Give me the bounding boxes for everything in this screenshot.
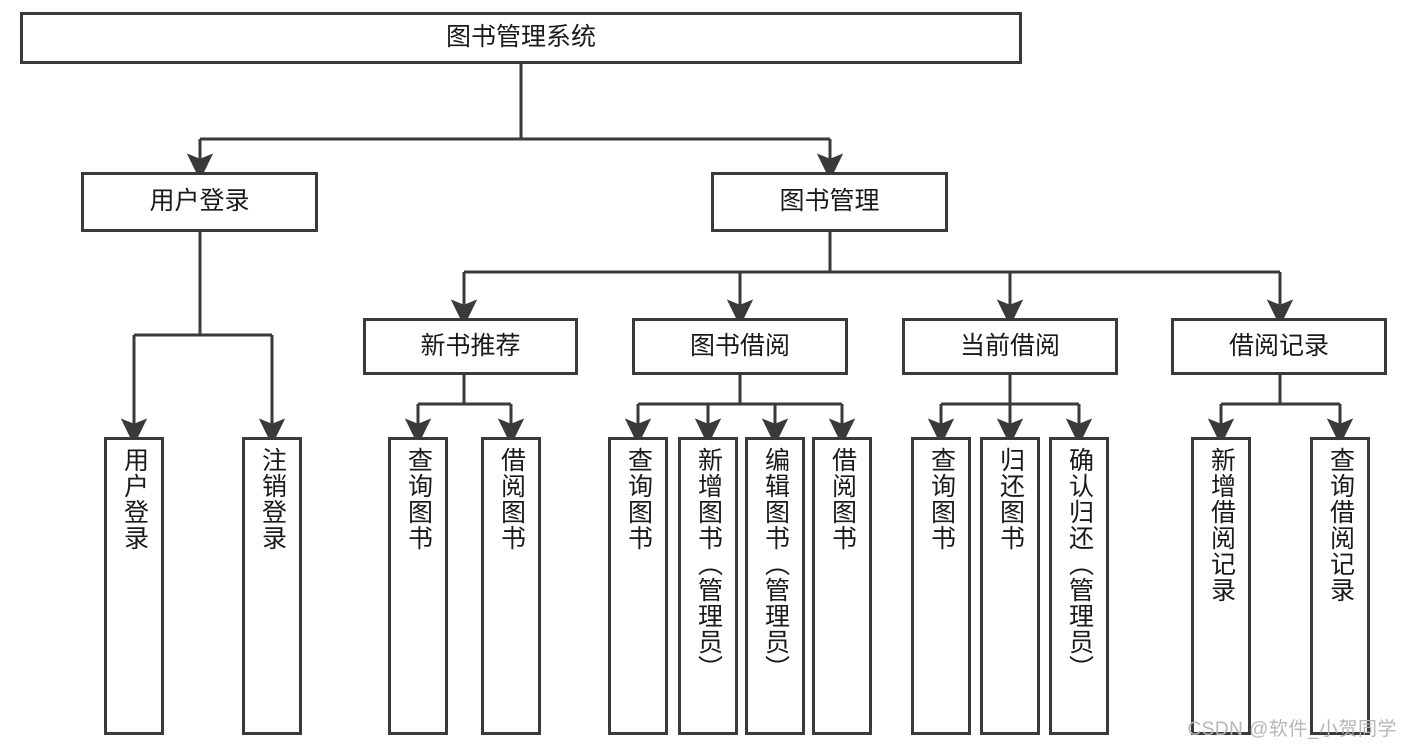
node-leaf-confirm-return[interactable]: 确认归还（管理员）	[1049, 437, 1109, 735]
node-leaf-return-book-label: 归还图书	[996, 447, 1025, 551]
node-leaf-query-book-1-label: 查询图书	[404, 447, 433, 551]
node-current-borrow[interactable]: 当前借阅	[902, 318, 1118, 375]
node-leaf-edit-book[interactable]: 编辑图书（管理员）	[745, 437, 805, 735]
node-leaf-add-record[interactable]: 新增借阅记录	[1191, 437, 1251, 735]
node-user-login-label: 用户登录	[149, 187, 250, 216]
node-leaf-borrow-book-2-label: 借阅图书	[828, 447, 857, 551]
node-leaf-user-login[interactable]: 用户登录	[104, 437, 164, 735]
node-leaf-edit-book-label: 编辑图书（管理员）	[761, 447, 790, 681]
node-leaf-borrow-book-2[interactable]: 借阅图书	[812, 437, 872, 735]
node-leaf-add-record-label: 新增借阅记录	[1207, 447, 1236, 603]
node-current-borrow-label: 当前借阅	[959, 331, 1060, 360]
node-user-login[interactable]: 用户登录	[81, 172, 318, 232]
node-leaf-query-book-3[interactable]: 查询图书	[911, 437, 971, 735]
node-new-book-recommend[interactable]: 新书推荐	[363, 318, 578, 375]
node-leaf-return-book[interactable]: 归还图书	[980, 437, 1040, 735]
node-leaf-query-book-1[interactable]: 查询图书	[388, 437, 448, 735]
node-borrow-record-label: 借阅记录	[1228, 331, 1329, 360]
node-borrow-record[interactable]: 借阅记录	[1171, 318, 1387, 375]
node-leaf-add-book-label: 新增图书（管理员）	[694, 447, 723, 681]
node-leaf-confirm-return-label: 确认归还（管理员）	[1065, 447, 1094, 681]
node-book-management-label: 图书管理	[779, 187, 880, 216]
node-leaf-query-record-label: 查询借阅记录	[1326, 447, 1355, 603]
node-leaf-user-login-label: 用户登录	[120, 447, 149, 551]
node-leaf-logout-login-label: 注销登录	[258, 447, 287, 551]
csdn-watermark: CSDN @软件_小贺同学	[1187, 719, 1397, 740]
node-book-management[interactable]: 图书管理	[711, 172, 948, 232]
node-book-borrow-label: 图书借阅	[689, 331, 790, 360]
node-leaf-borrow-book-1[interactable]: 借阅图书	[481, 437, 541, 735]
node-leaf-query-book-3-label: 查询图书	[927, 447, 956, 551]
node-leaf-query-record[interactable]: 查询借阅记录	[1310, 437, 1370, 735]
node-book-borrow[interactable]: 图书借阅	[632, 318, 848, 375]
node-new-book-recommend-label: 新书推荐	[420, 331, 521, 360]
node-leaf-query-book-2[interactable]: 查询图书	[608, 437, 668, 735]
node-leaf-logout-login[interactable]: 注销登录	[242, 437, 302, 735]
node-root-label: 图书管理系统	[445, 23, 596, 52]
node-leaf-add-book[interactable]: 新增图书（管理员）	[678, 437, 738, 735]
node-leaf-borrow-book-1-label: 借阅图书	[497, 447, 526, 551]
node-leaf-query-book-2-label: 查询图书	[624, 447, 653, 551]
node-root[interactable]: 图书管理系统	[20, 12, 1022, 64]
